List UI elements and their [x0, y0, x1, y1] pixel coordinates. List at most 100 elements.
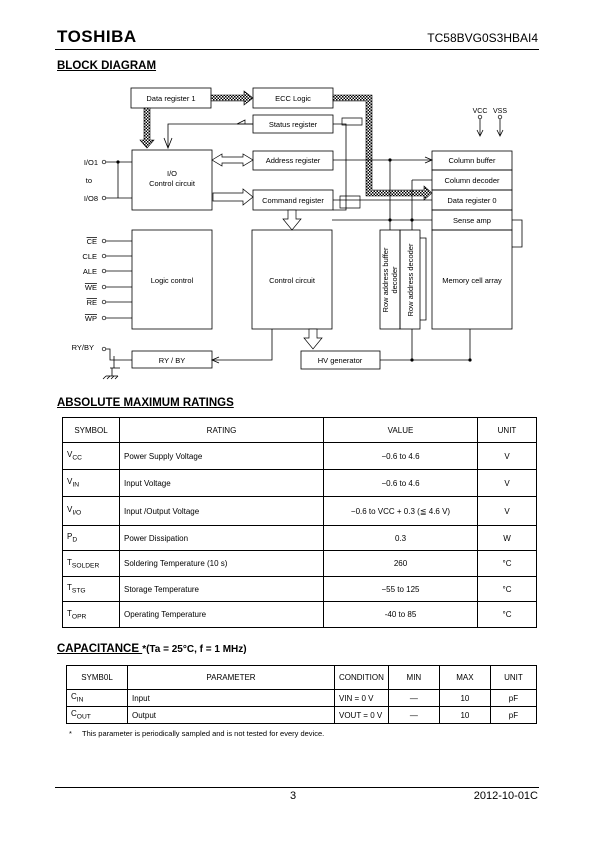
col-max: MAX [438, 665, 491, 690]
data-register-1-label: Data register 1 [146, 94, 195, 103]
symbol-cell: VIN [62, 469, 120, 497]
rating-cell: Input /Output Voltage [119, 496, 324, 526]
symbol-cell: TSTG [62, 576, 120, 602]
absolute-max-title: ABSOLUTE MAXIMUM RATINGS [57, 397, 234, 409]
col-parameter: PARAMETER [127, 665, 335, 690]
row-address-buffer-label-2: decoder [390, 266, 399, 294]
unit-cell: V [477, 469, 537, 497]
table-row: PD Power Dissipation 0.3 W [62, 525, 537, 551]
io-control-label-2: Control circuit [149, 179, 196, 188]
rating-cell: Storage Temperature [119, 576, 324, 602]
memory-cell-array-box [431, 229, 513, 330]
document-date: 2012-10-01C [473, 790, 538, 802]
row-address-buffer-label-1: Row address buffer [381, 247, 390, 312]
memory-cell-array-label: Memory cell array [442, 276, 502, 285]
min-cell: — [387, 689, 440, 707]
table-header-row: SYMBOL RATING VALUE UNIT [62, 417, 537, 443]
col-value: VALUE [323, 417, 478, 443]
max-cell: 10 [438, 706, 491, 724]
block-diagram: Data register 1 ECC Logic Status registe… [72, 87, 523, 380]
pin-ry-by: RY/BY [72, 343, 94, 352]
table-row: TOPR Operating Temperature -40 to 85 °C [62, 601, 537, 628]
sense-amp-label: Sense amp [453, 216, 491, 225]
logic-control-box [131, 229, 213, 330]
col-symbol: SYMBOL [62, 417, 120, 443]
column-buffer-label: Column buffer [449, 156, 496, 165]
data-register-0-label: Data register 0 [447, 196, 496, 205]
capacitance-table: SYMB0L PARAMETER CONDITION MIN MAX UNIT … [66, 665, 538, 724]
ecc-logic-label: ECC Logic [275, 94, 311, 103]
capacitance-title: CAPACITANCE *(Ta = 25°C, f = 1 MHz) [57, 643, 247, 655]
table-row: VCC Power Supply Voltage −0.6 to 4.6 V [62, 442, 537, 470]
col-rating: RATING [119, 417, 324, 443]
status-register-label: Status register [269, 120, 318, 129]
block-diagram-title: BLOCK DIAGRAM [57, 60, 157, 72]
address-register-box [252, 150, 334, 171]
pin-wp: WP [85, 314, 97, 323]
unit-cell: W [477, 525, 537, 551]
pin-ce: CE [87, 237, 97, 246]
col-min: MIN [387, 665, 440, 690]
parameter-cell: Input [127, 689, 335, 707]
col-unit: UNIT [477, 417, 537, 443]
pin-vss: VSS [493, 108, 507, 115]
pin-io8: I/O8 [84, 194, 98, 203]
parameter-cell: Output [127, 706, 335, 724]
capacitance-footnote: * This parameter is periodically sampled… [69, 729, 325, 738]
col-condition: CONDITION [334, 665, 389, 690]
capacitance-condition-note: *(Ta = 25°C, f = 1 MHz) [142, 644, 247, 655]
symbol-cell: TOPR [62, 601, 120, 628]
table-row: COUT Output VOUT = 0 V — 10 pF [66, 706, 538, 724]
pin-vcc: VCC [473, 108, 488, 115]
unit-cell: V [477, 496, 537, 526]
ry-by-label: RY / BY [159, 356, 185, 365]
table-header-row: SYMB0L PARAMETER CONDITION MIN MAX UNIT [66, 665, 538, 690]
row-address-decoder-box [399, 229, 421, 330]
symbol-cell: CIN [66, 689, 128, 707]
symbol-cell: VCC [62, 442, 120, 470]
col-symbol: SYMB0L [66, 665, 128, 690]
min-cell: — [387, 706, 440, 724]
unit-cell: pF [489, 689, 538, 707]
pin-cle: CLE [82, 252, 97, 261]
toshiba-logo: TOSHIBA [57, 27, 137, 46]
io-control-label-1: I/O [167, 169, 177, 178]
part-number: TC58BVG0S3HBAI4 [427, 31, 538, 45]
pin-io1: I/O1 [84, 158, 98, 167]
rating-cell: Operating Temperature [119, 601, 324, 628]
table-row: CIN Input VIN = 0 V — 10 pF [66, 689, 538, 707]
unit-cell: V [477, 442, 537, 470]
ry-by-box [131, 350, 213, 369]
rating-cell: Power Supply Voltage [119, 442, 324, 470]
io-control-box [131, 149, 213, 211]
absolute-max-table: SYMBOL RATING VALUE UNIT VCC Power Suppl… [62, 417, 537, 628]
value-cell: −55 to 125 [323, 576, 478, 602]
rating-cell: Soldering Temperature (10 s) [119, 550, 324, 577]
rating-cell: Input Voltage [119, 469, 324, 497]
col-unit: UNIT [489, 665, 538, 690]
pin-re: RE [87, 298, 97, 307]
condition-cell: VOUT = 0 V [334, 706, 389, 724]
max-cell: 10 [438, 689, 491, 707]
table-row: VIN Input Voltage −0.6 to 4.6 V [62, 469, 537, 497]
value-cell: 260 [323, 550, 478, 577]
unit-cell: °C [477, 550, 537, 577]
unit-cell: pF [489, 706, 538, 724]
address-register-label: Address register [266, 156, 321, 165]
command-register-label: Command register [262, 196, 324, 205]
logic-control-label: Logic control [151, 276, 194, 285]
symbol-cell: PD [62, 525, 120, 551]
symbol-cell: TSOLDER [62, 550, 120, 577]
hv-generator-label: HV generator [318, 356, 363, 365]
unit-cell: °C [477, 576, 537, 602]
pin-we: WE [85, 283, 97, 292]
table-row: VI/O Input /Output Voltage −0.6 to VCC +… [62, 496, 537, 526]
value-cell: -40 to 85 [323, 601, 478, 628]
pin-to: to [86, 176, 92, 185]
pin-ale: ALE [83, 267, 97, 276]
page-number: 3 [290, 790, 297, 802]
unit-cell: °C [477, 601, 537, 628]
value-cell: −0.6 to 4.6 [323, 442, 478, 470]
row-address-decoder-label: Row address decoder [406, 243, 415, 316]
value-cell: 0.3 [323, 525, 478, 551]
